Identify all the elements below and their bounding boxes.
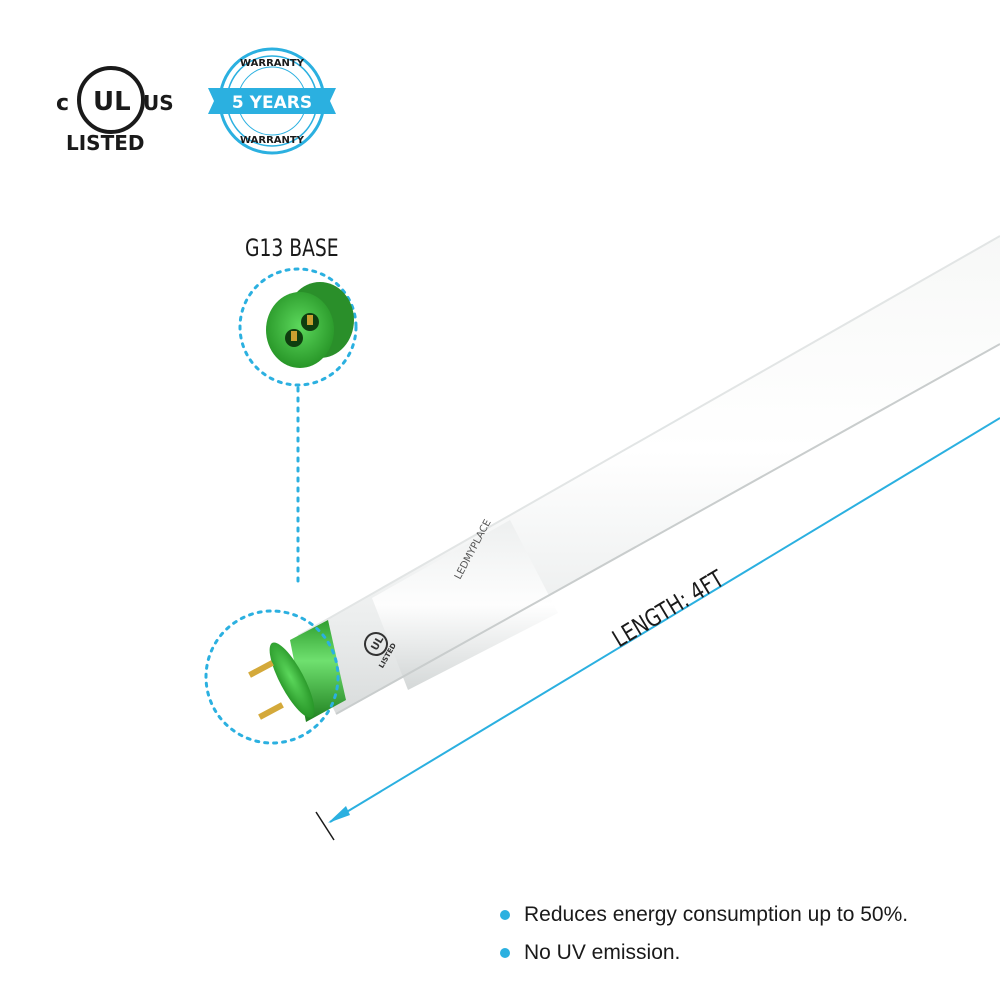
feature-list: Reduces energy consumption up to 50%. No…: [498, 900, 908, 976]
warranty-bottom-text: WARRANTY: [240, 135, 305, 146]
end-cap-face: [269, 642, 315, 718]
end-zoom-circle: [204, 609, 340, 745]
led-tube: LEDMYPLACE UL LISTED: [248, 235, 1000, 722]
bullet-icon: [500, 948, 510, 958]
warranty-top-text: WARRANTY: [240, 58, 305, 69]
warranty-main-text: 5 YEARS: [232, 93, 312, 113]
pin-top: [248, 660, 274, 678]
tube-clear-section: [372, 520, 558, 690]
ul-listed-text: LISTED: [66, 131, 145, 155]
ul-mark: UL: [93, 87, 131, 117]
arrow-head-icon: [328, 806, 350, 823]
g13-base-label: G13 BASE: [245, 234, 339, 262]
list-item: No UV emission.: [498, 938, 908, 976]
feature-text: No UV emission.: [524, 941, 681, 964]
bullet-icon: [500, 910, 510, 920]
g13-base-closeup: [266, 282, 354, 368]
pin-bottom: [258, 702, 284, 720]
g13-callout: [204, 267, 358, 745]
warranty-badge: WARRANTY 5 YEARS WARRANTY: [208, 47, 336, 155]
ul-c-letter: c: [56, 91, 69, 116]
list-item: Reduces energy consumption up to 50%.: [498, 900, 908, 938]
ul-us-letters: US: [143, 91, 174, 115]
feature-text: Reduces energy consumption up to 50%.: [524, 903, 909, 926]
base-zoom-circle: [238, 267, 358, 387]
dimension-tick: [315, 811, 335, 841]
length-dimension-line: [315, 417, 1000, 841]
ul-listed-logo: c UL US LISTED: [56, 66, 174, 155]
